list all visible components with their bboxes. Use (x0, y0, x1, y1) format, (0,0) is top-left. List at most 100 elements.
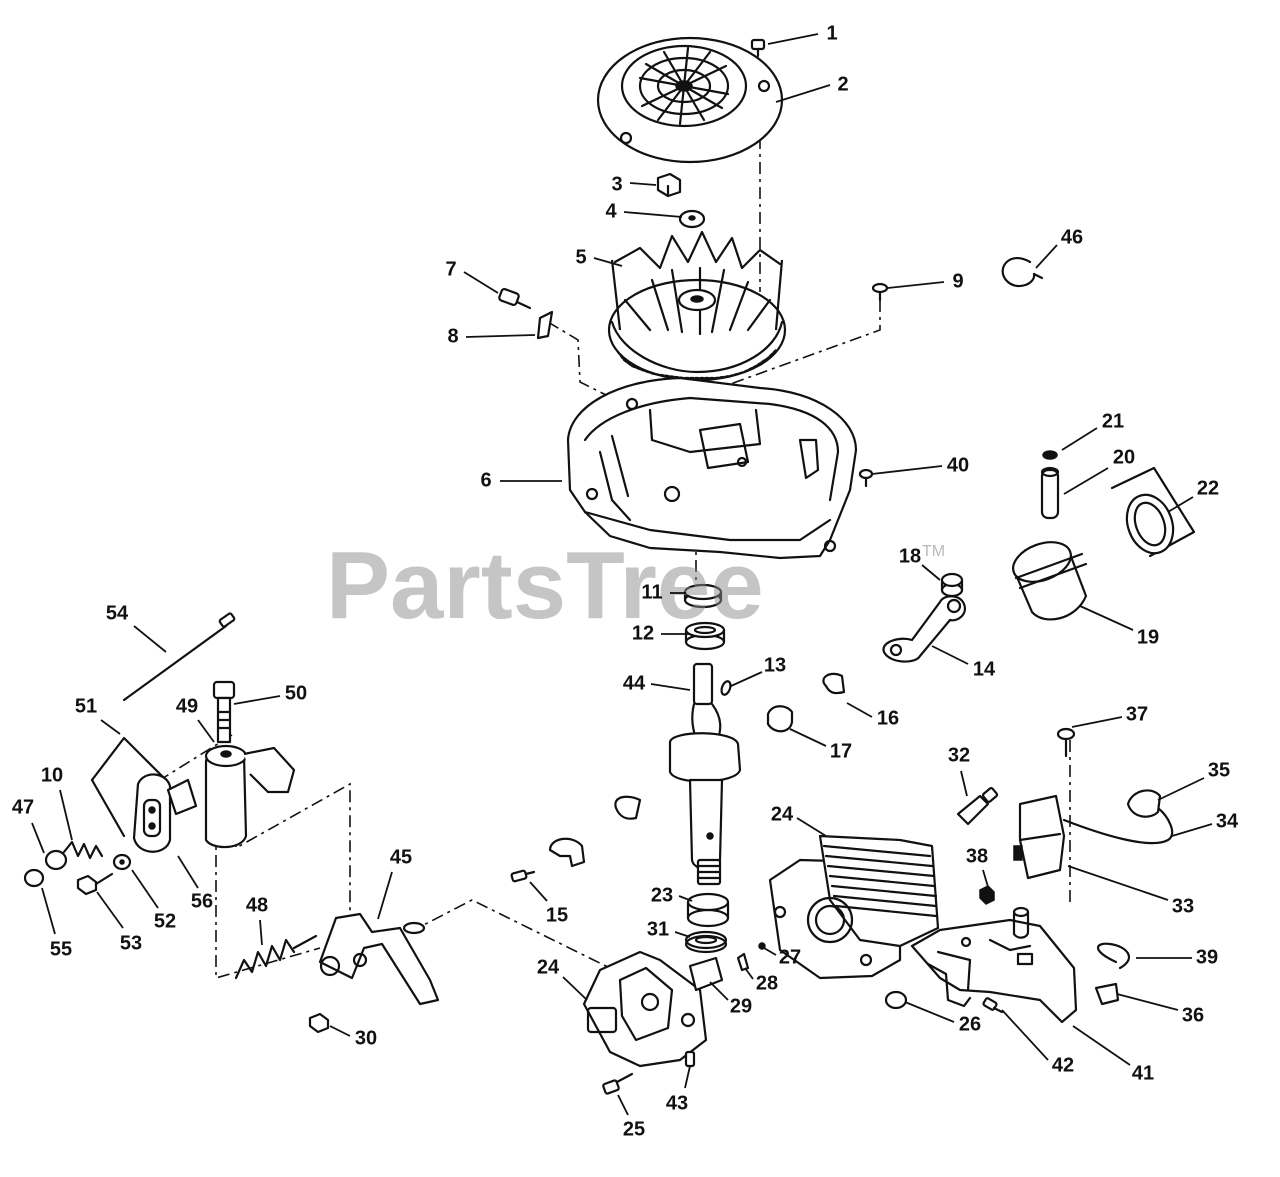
callout-c34: 34 (1216, 810, 1239, 832)
leader-line-c20 (1063, 467, 1109, 495)
screw-40 (858, 468, 874, 488)
leader-line-c52 (131, 869, 159, 909)
leader-line-c5 (593, 257, 623, 267)
callout-c7: 7 (445, 258, 456, 280)
piston (1012, 541, 1088, 621)
leader-line-c30 (329, 1025, 351, 1037)
wrist-pin (1040, 466, 1060, 520)
callout-c11: 11 (641, 581, 662, 603)
screw-25 (602, 1072, 634, 1095)
callout-c36: 36 (1182, 1004, 1204, 1026)
leader-line-c37 (1071, 716, 1123, 728)
callout-c6: 6 (480, 469, 491, 491)
leader-line-c8 (465, 334, 536, 338)
leader-line-c7 (463, 271, 499, 294)
leader-line-c13 (730, 671, 763, 687)
leader-line-c2 (775, 84, 831, 103)
nut-3 (656, 172, 682, 198)
callout-c45: 45 (390, 846, 412, 868)
callout-c12: 12 (632, 622, 654, 644)
crankcase-half-left (582, 950, 708, 1068)
leader-line-c10 (59, 789, 73, 841)
leader-line-c38 (982, 869, 989, 888)
callout-c24b: 24 (771, 803, 794, 825)
callout-c49: 49 (176, 695, 198, 717)
leader-line-c40 (871, 465, 943, 475)
callout-c30: 30 (355, 1027, 377, 1049)
leader-line-c31 (674, 931, 691, 938)
screw-7 (498, 288, 532, 310)
callout-c25: 25 (623, 1118, 645, 1140)
callout-c23: 23 (651, 884, 673, 906)
spark-plug (956, 787, 999, 826)
leader-line-c33 (1067, 865, 1169, 901)
callout-c31: 31 (647, 918, 669, 940)
screw-53 (76, 872, 114, 896)
bracket-51 (90, 736, 168, 838)
cap-55 (23, 868, 45, 888)
control-cable (122, 612, 236, 702)
callout-c41: 41 (1132, 1062, 1154, 1084)
callout-c52: 52 (154, 910, 176, 932)
callout-c54: 54 (106, 602, 129, 624)
leader-line-c16 (846, 702, 873, 718)
rod-cap-14 (548, 837, 586, 868)
callout-c38: 38 (966, 845, 988, 867)
retainer-21 (1042, 450, 1058, 460)
leader-line-c34 (1171, 823, 1213, 837)
callout-c24: 24 (537, 956, 560, 978)
knob-47 (44, 849, 68, 871)
bearing-17 (766, 705, 794, 733)
ignition-module (1013, 794, 1066, 880)
callout-c13: 13 (764, 654, 786, 676)
leader-line-c46 (1035, 244, 1058, 269)
leader-line-c35 (1157, 777, 1205, 801)
plate-56 (132, 773, 198, 853)
leader-line-c36 (1116, 993, 1179, 1011)
leader-line-c50 (233, 695, 281, 705)
watermark-text: PartsTree (326, 532, 764, 639)
leader-line-c32 (960, 770, 968, 797)
leader-line-c56 (177, 855, 199, 889)
leader-line-c51 (100, 719, 121, 735)
callout-c8: 8 (447, 325, 458, 347)
key-13 (720, 680, 732, 696)
leader-line-c54 (133, 625, 167, 653)
callout-c51: 51 (75, 695, 97, 717)
throttle-control-49 (204, 744, 296, 849)
washer-52 (112, 853, 132, 871)
bearing-12 (684, 621, 726, 651)
spring-10 (62, 840, 104, 860)
leader-line-c24 (562, 976, 588, 1001)
retaining-ring-46 (1001, 256, 1044, 288)
crankshaft (668, 662, 742, 886)
callout-c3: 3 (611, 173, 622, 195)
watermark: PartsTree TM (326, 532, 945, 639)
piston-rings (1110, 466, 1196, 558)
callout-c42: 42 (1052, 1054, 1074, 1076)
bearing-insert-16 (822, 672, 846, 695)
callout-c1: 1 (826, 22, 837, 44)
bearing-insert-16b (614, 795, 642, 820)
governor-spring (234, 934, 318, 980)
leader-line-c17 (789, 728, 827, 747)
part-28 (736, 952, 750, 972)
leader-line-c28 (744, 967, 754, 980)
callout-c28: 28 (756, 972, 778, 994)
screw-37 (1056, 727, 1076, 758)
callout-c39: 39 (1196, 946, 1218, 968)
callout-c29: 29 (730, 995, 752, 1017)
callout-c26: 26 (959, 1013, 981, 1035)
callout-c47: 47 (12, 796, 34, 818)
callout-c14: 14 (973, 658, 996, 680)
clip-36 (1094, 982, 1120, 1006)
watermark-trademark: TM (922, 543, 945, 560)
callout-c55: 55 (50, 938, 72, 960)
callout-c50: 50 (285, 682, 307, 704)
callout-c46: 46 (1061, 226, 1083, 248)
screw-9 (871, 282, 889, 302)
callout-c32: 32 (948, 744, 970, 766)
part-27 (758, 942, 766, 950)
callout-c22: 22 (1197, 477, 1219, 499)
